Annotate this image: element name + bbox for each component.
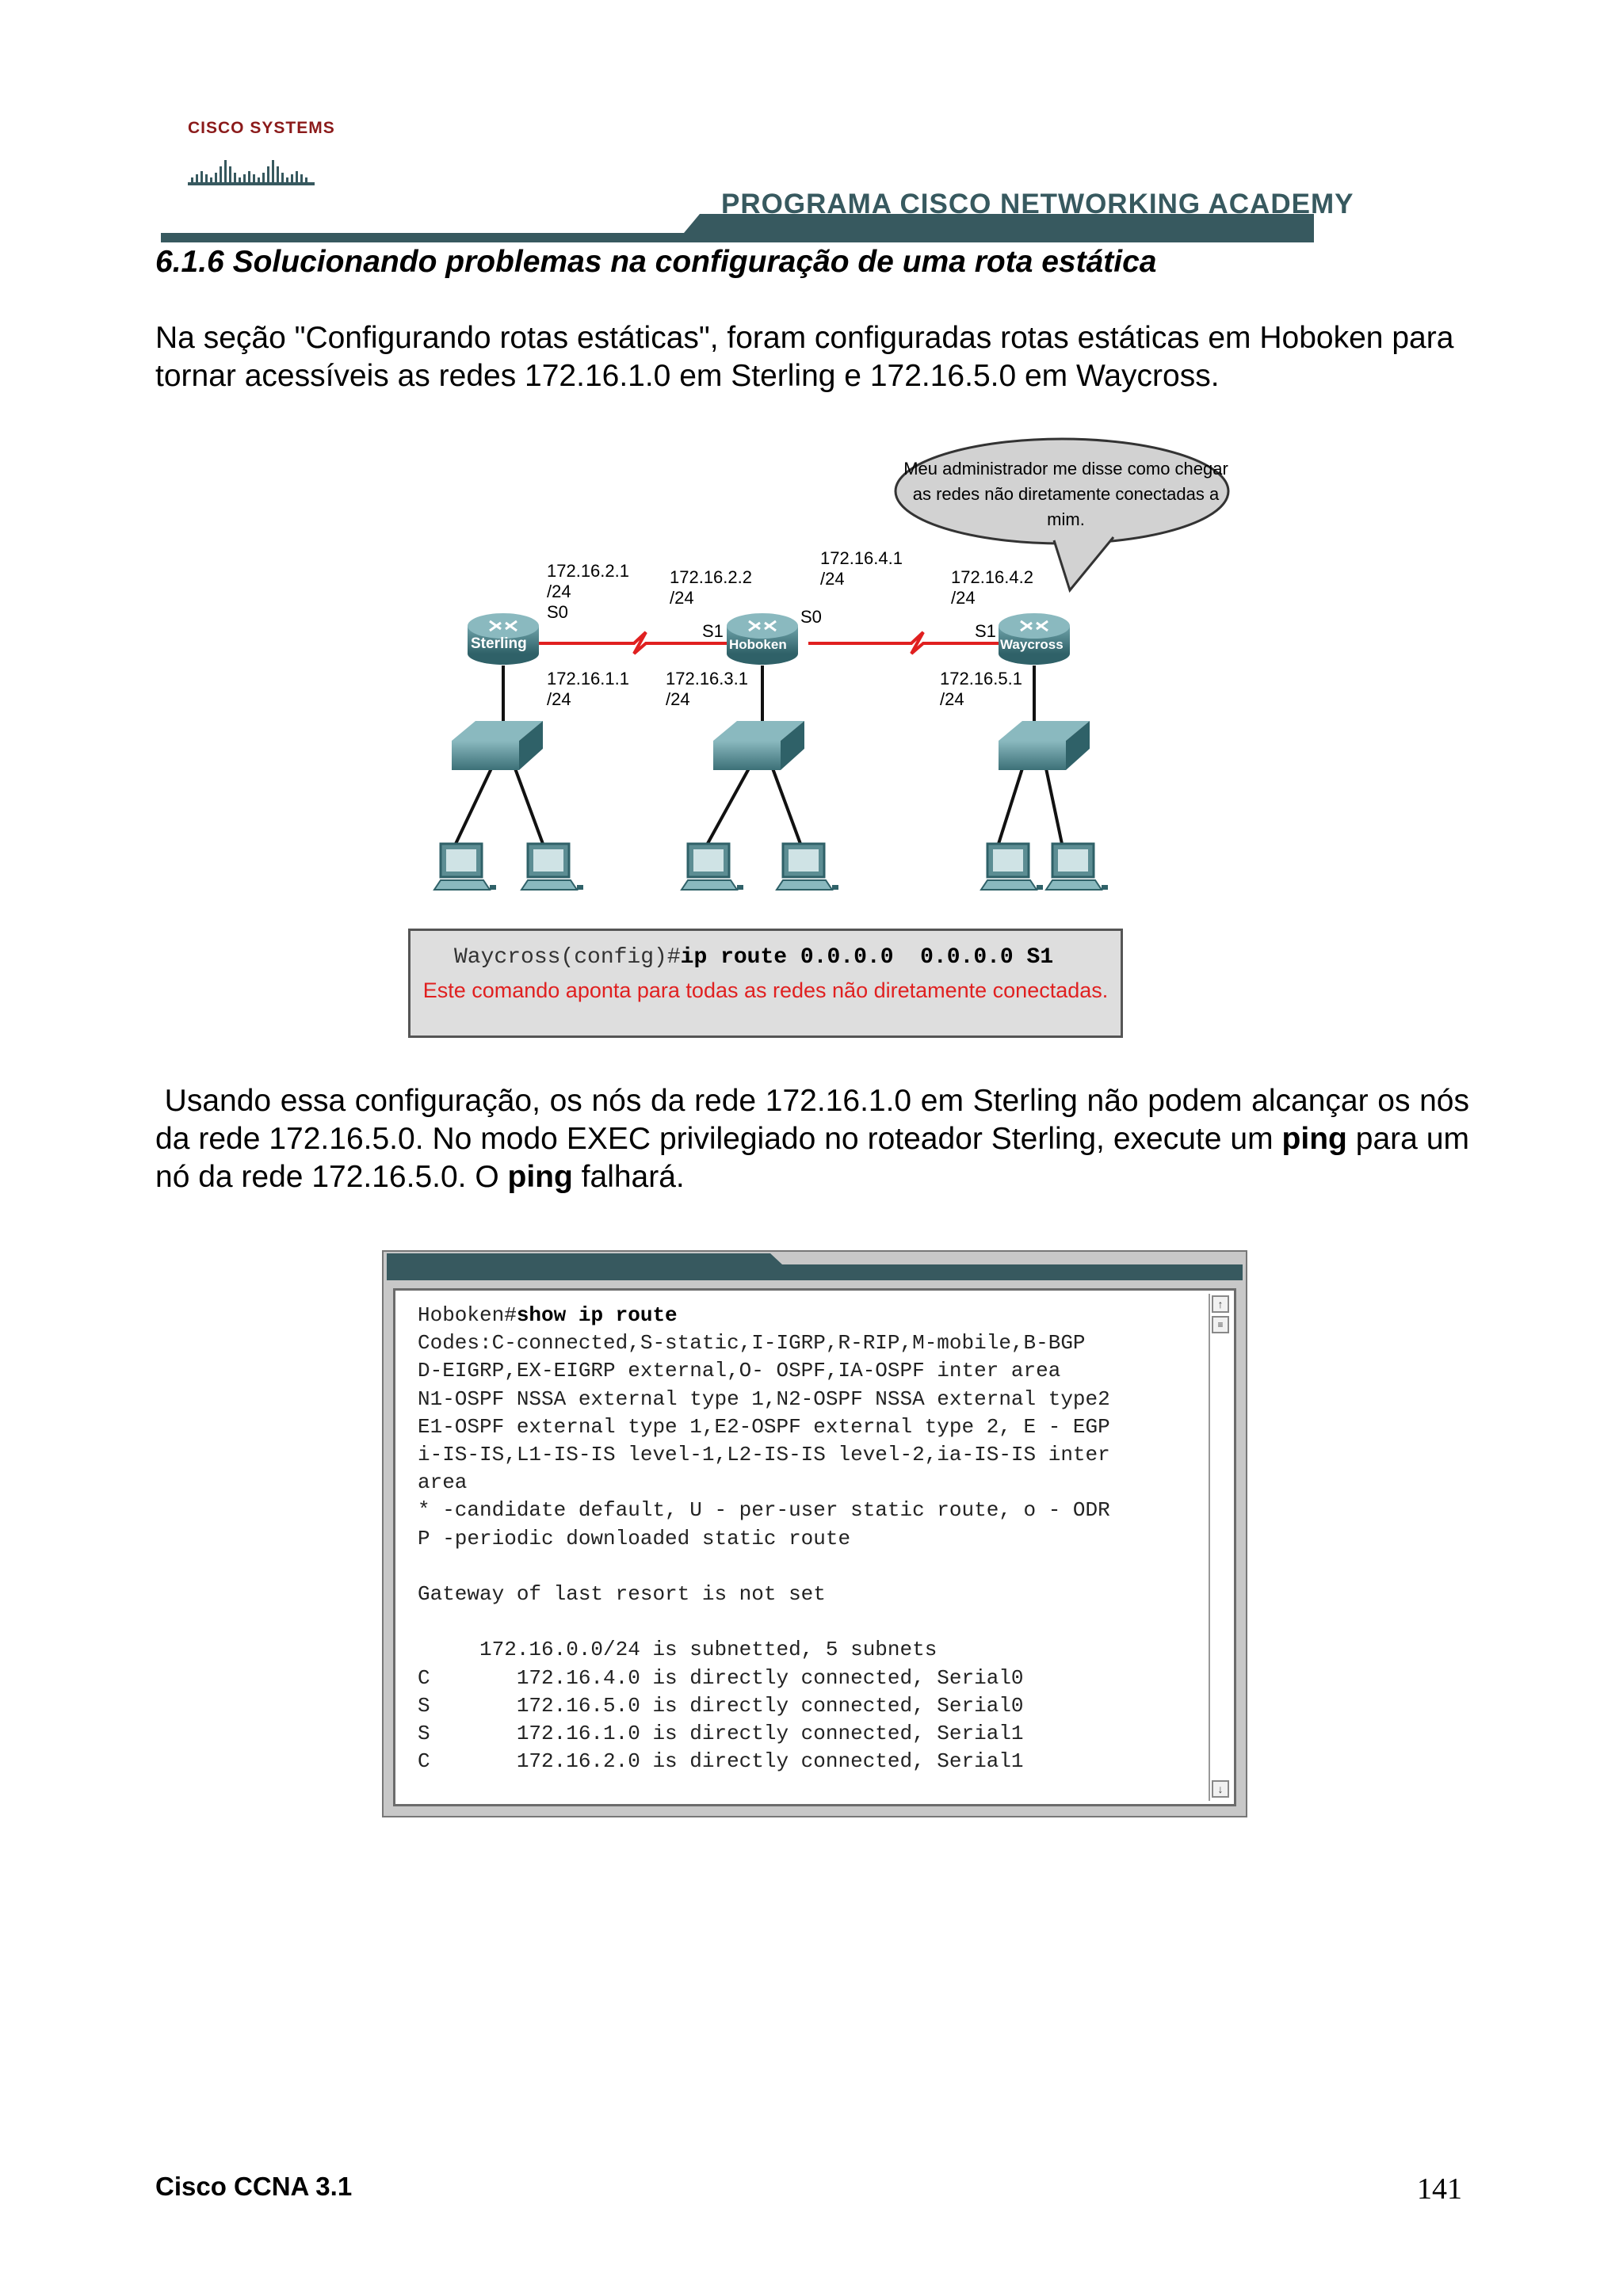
terminal-output: Hoboken#show ip route Codes:C-connected,… [418, 1303, 1110, 1774]
terminal-lines: Codes:C-connected,S-static,I-IGRP,R-RIP,… [418, 1331, 1110, 1774]
router-hoboken-icon [727, 613, 798, 665]
terminal-window: Hoboken#show ip route Codes:C-connected,… [382, 1250, 1247, 1817]
logo-text: CISCO SYSTEMS [188, 119, 335, 137]
command-box: Waycross(config)#ip route 0.0.0.0 0.0.0.… [408, 929, 1123, 1038]
command-note: Este comando aponta para todas as redes … [422, 978, 1109, 1002]
terminal-title-bar [387, 1253, 1243, 1280]
page-number: 141 [1417, 2172, 1462, 2206]
network-diagram [433, 437, 1230, 891]
scroll-up-arrow-icon[interactable]: ↑ [1212, 1295, 1229, 1313]
scroll-thumb[interactable]: ≡ [1212, 1316, 1229, 1333]
pc-icon [980, 842, 1043, 891]
pc-icon [433, 842, 496, 891]
speech-bubble [894, 437, 1230, 593]
speech-bubble-text: Meu administrador me disse como chegar a… [903, 459, 1228, 529]
router-sterling-icon [468, 613, 539, 665]
serial-link-sterling-hoboken [515, 631, 749, 655]
academy-title: PROGRAMA CISCO NETWORKING ACADEMY [721, 189, 1354, 219]
scroll-down-arrow-icon[interactable]: ↓ [1212, 1780, 1229, 1798]
command-prompt: Waycross(config)# [454, 945, 681, 970]
switch-waycross-icon [999, 721, 1090, 770]
switch-hoboken-icon [713, 721, 804, 770]
switch-sterling-icon [452, 721, 543, 770]
academy-banner-bar [161, 214, 1314, 242]
router-waycross-icon [999, 613, 1070, 665]
terminal-scrollbar[interactable]: ↑ ≡ ↓ [1209, 1294, 1231, 1801]
footer-course: Cisco CCNA 3.1 [155, 2172, 353, 2201]
section-title: 6.1.6 Solucionando problemas na configur… [155, 245, 1157, 279]
command-line: Waycross(config)#ip route 0.0.0.0 0.0.0.… [454, 945, 1053, 970]
ping-keyword: ping [507, 1160, 573, 1194]
pc-icon [1044, 842, 1108, 891]
cisco-logo: CISCO SYSTEMS [188, 119, 334, 190]
pc-icon [680, 842, 743, 891]
pc-icon [520, 842, 583, 891]
ping-keyword: ping [1281, 1122, 1347, 1156]
cisco-bridge-icon [188, 143, 315, 186]
terminal-content: Hoboken#show ip route Codes:C-connected,… [393, 1288, 1236, 1806]
pc-icon [775, 842, 838, 891]
intro-paragraph: Na seção "Configurando rotas estáticas",… [155, 321, 1454, 393]
terminal-command: show ip route [516, 1303, 678, 1327]
serial-link-hoboken-waycross [808, 631, 1030, 655]
ping-paragraph: Usando essa configuração, os nós da rede… [155, 1084, 1470, 1194]
command-text: ip route 0.0.0.0 0.0.0.0 S1 [680, 945, 1054, 970]
